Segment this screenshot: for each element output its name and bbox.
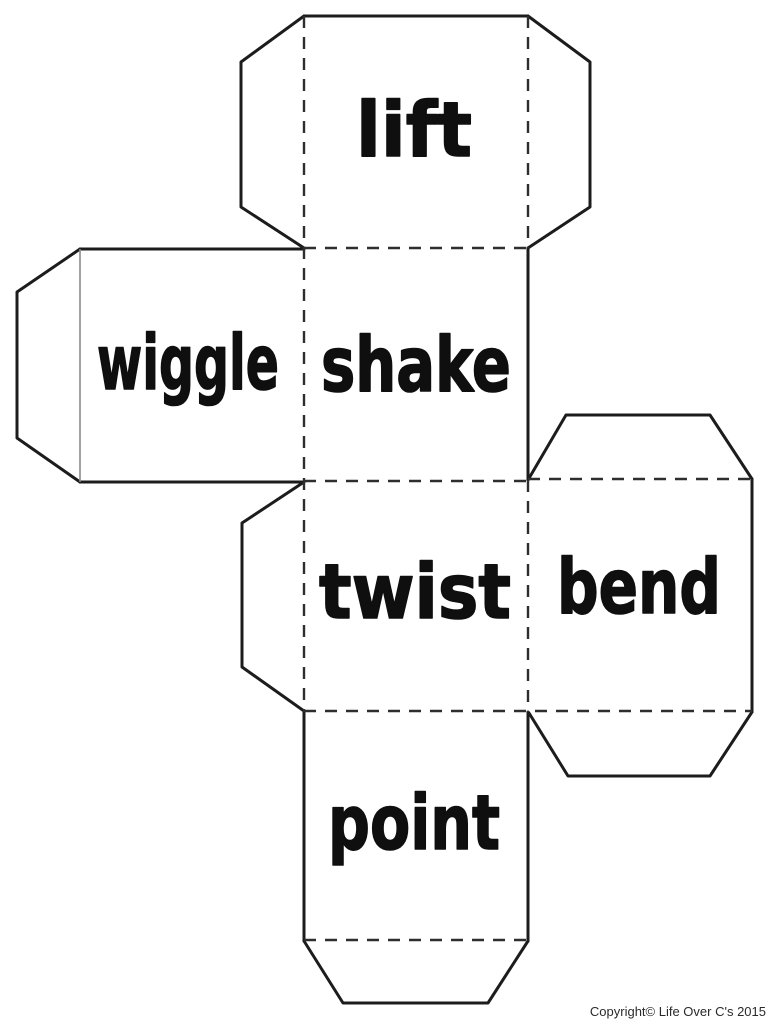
cut-outlines <box>15 14 754 1005</box>
face-label-twist: twist <box>319 547 511 636</box>
cut-line-bottom-tab <box>302 939 530 1005</box>
cut-line-bend-bottom-tab <box>527 710 754 778</box>
cut-line-twist-left-tab <box>240 480 306 713</box>
cut-line-lift-left-tab <box>239 14 306 250</box>
face-label-wiggle: wiggle <box>97 318 279 407</box>
face-label-point: point <box>328 778 500 867</box>
cut-line-wiggle-left-tab <box>15 247 82 484</box>
face-label-bend: bend <box>557 542 721 631</box>
face-label-shake: shake <box>321 320 511 409</box>
copyright-notice: Copyright© Life Over C's 2015 <box>590 1004 766 1019</box>
face-labels: lift wiggle shake twist bend point <box>96 84 722 868</box>
face-label-lift: lift <box>356 85 472 174</box>
cut-line-bend-top-tab <box>526 413 754 482</box>
cut-line-lift-right-tab <box>526 14 592 250</box>
fold-lines <box>79 16 752 942</box>
